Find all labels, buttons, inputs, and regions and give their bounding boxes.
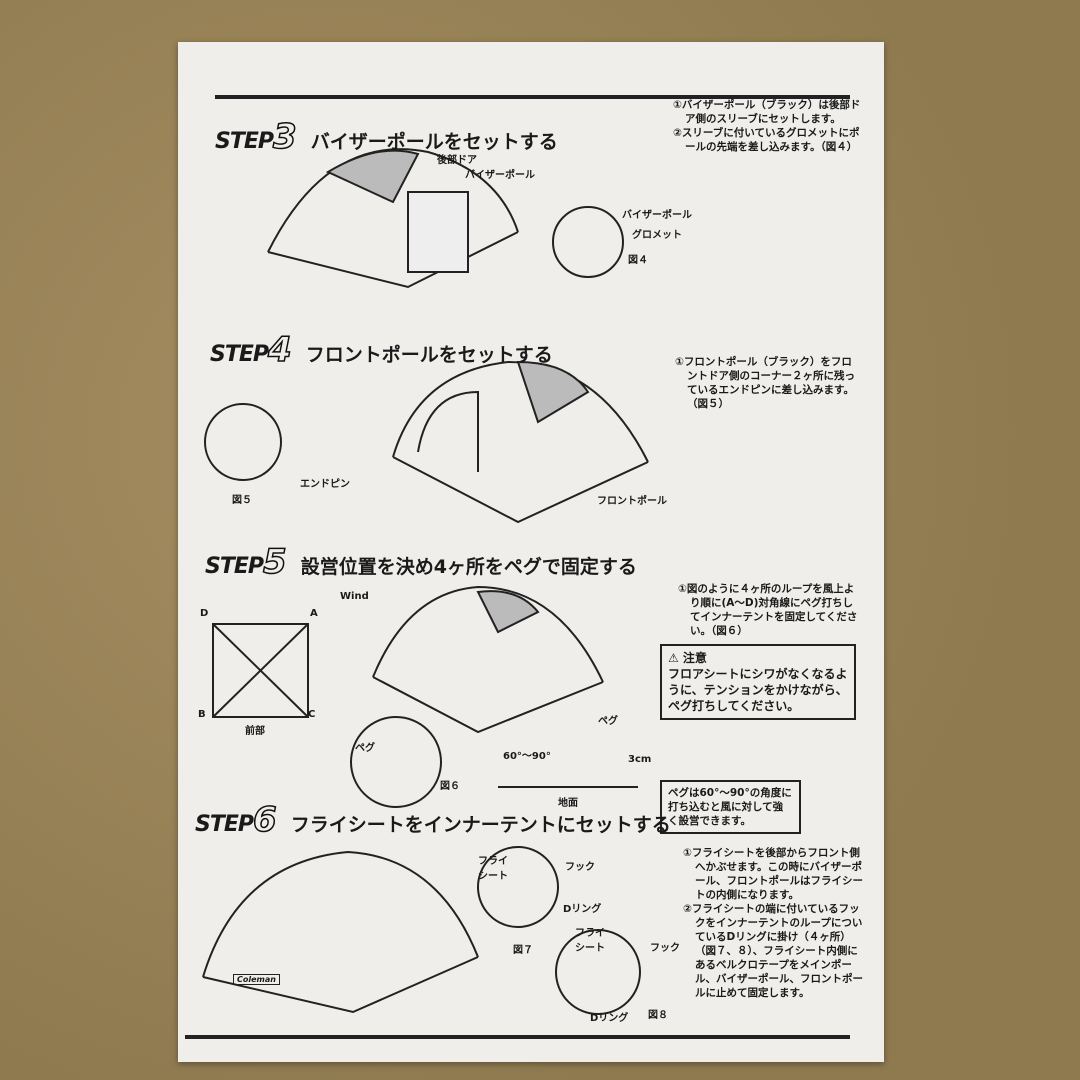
step4-instructions: ①フロントポール（ブラック）をフロントドア側のコーナー２ヶ所に残っているエンドピ…: [675, 356, 855, 410]
label-rear-door: 後部ドア: [437, 155, 477, 166]
label-corner-c: C: [308, 709, 316, 720]
peg-angle-note: ペグは60°～90°の角度に打ち込むと風に対して強く設営できます。: [660, 780, 801, 834]
caution-box: ⚠ 注意 フロアシートにシワがなくなるように、テンションをかけながら、ペグ打ちし…: [660, 644, 856, 720]
label-peg: ペグ: [355, 743, 375, 754]
step5-instructions: ①図のように４ヶ所のループを風上より順に(A～D)対角線にペグ打ちしてインナーテ…: [678, 583, 858, 637]
step4-tent-illustration: [204, 360, 649, 524]
bottom-rule: [185, 1035, 850, 1039]
top-rule: [215, 95, 850, 99]
label-visor-pole: バイザーポール: [465, 170, 535, 181]
coleman-logo: Coleman: [233, 974, 280, 985]
label-hook-2: フック: [650, 943, 680, 954]
step6-tent-illustration: [202, 846, 641, 1015]
label-angle: 60°～90°: [503, 751, 551, 762]
label-d-ring-2: Dリング: [590, 1013, 629, 1024]
label-wind: Wind: [340, 591, 369, 602]
label-peg-detail: ペグ: [598, 716, 618, 727]
label-depth: 3cm: [628, 754, 652, 765]
figure-5-label: 図５: [232, 495, 252, 506]
label-corner-b: B: [198, 709, 206, 720]
label-fly-sheet: フライ シート: [478, 856, 508, 882]
label-corner-d: D: [200, 608, 209, 619]
tent-illustrations: [202, 148, 649, 1015]
figure-8-label: 図８: [648, 1010, 668, 1021]
label-hook: フック: [565, 862, 595, 873]
step5-tent-illustration: [212, 585, 638, 808]
figure-4-label: 図４: [628, 255, 648, 266]
label-visor-pole-detail: バイザーポール: [622, 210, 692, 221]
label-corner-a: A: [310, 608, 318, 619]
label-grommet: グロメット: [632, 230, 682, 241]
step3-instructions: ①バイザーポール（ブラック）は後部ドア側のスリーブにセットします。 ②スリーブに…: [673, 99, 861, 153]
step3-tent-illustration: [267, 148, 624, 289]
label-d-ring: Dリング: [563, 904, 602, 915]
figure-6-label: 図６: [440, 781, 460, 792]
step6-instructions: ①フライシートを後部からフロント側へかぶせます。この時にバイザーポール、フロント…: [683, 847, 863, 999]
label-fly-sheet-2: フライ シート: [575, 928, 605, 954]
label-end-pin: エンドピン: [300, 479, 350, 490]
label-front: 前部: [245, 726, 265, 737]
label-ground: 地面: [558, 798, 578, 809]
label-front-pole: フロントポール: [597, 496, 667, 507]
figure-7-label: 図７: [513, 945, 533, 956]
